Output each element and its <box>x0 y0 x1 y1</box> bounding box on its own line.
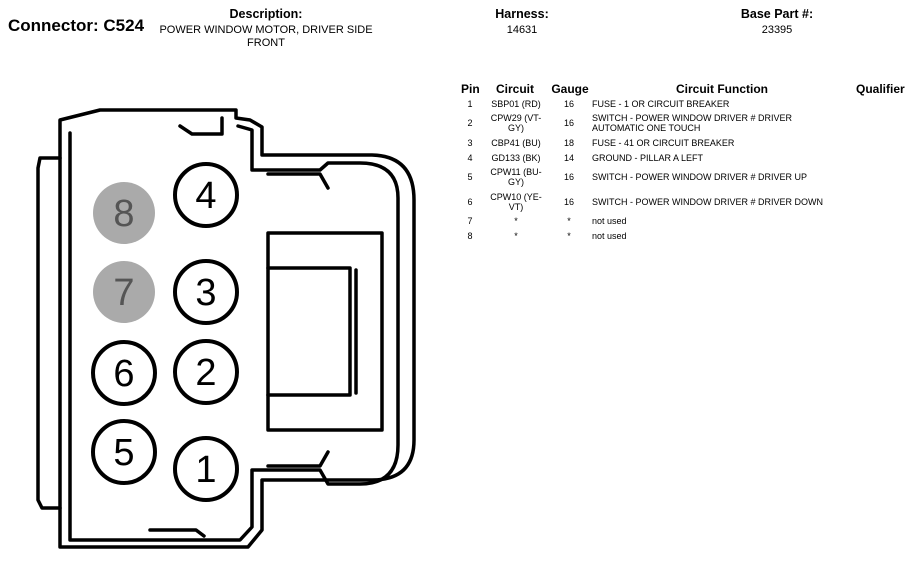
function-cell: GROUND - PILLAR A LEFT <box>592 153 704 163</box>
pin-cell: 8 <box>467 231 473 241</box>
pin-5-circle <box>91 419 157 485</box>
gauge-cell: * <box>567 231 571 241</box>
column-header-gauge: Gauge <box>551 82 589 96</box>
function-cell: SWITCH - POWER WINDOW DRIVER # DRIVER DO… <box>592 197 823 207</box>
base-part-value: 23395 <box>761 24 793 36</box>
gauge-cell: 16 <box>563 197 574 207</box>
gauge-cell: 16 <box>563 99 574 109</box>
pin-3-label: 3 <box>195 272 216 314</box>
gauge-cell: 16 <box>563 118 574 128</box>
pin-cell: 2 <box>467 118 473 128</box>
function-cell: not used <box>592 231 627 241</box>
circuit-cell: GD133 (BK) <box>491 153 541 163</box>
circuit-cell: CBP41 (BU) <box>491 138 541 148</box>
pin-cell: 3 <box>467 138 473 148</box>
gauge-cell: * <box>567 216 571 226</box>
pin-3-circle <box>173 259 239 325</box>
description-value: POWER WINDOW MOTOR, DRIVER SIDE FRONT <box>159 24 373 49</box>
gauge-cell: 14 <box>563 153 574 163</box>
connector-housing <box>36 108 416 549</box>
pin-6-label: 6 <box>113 353 134 395</box>
circuit-cell: CPW10 (YE-VT) <box>490 192 542 212</box>
circuit-cell: * <box>514 216 518 226</box>
column-header-circuit-function: Circuit Function <box>676 82 768 96</box>
circuit-cell: * <box>514 231 518 241</box>
function-cell: SWITCH - POWER WINDOW DRIVER # DRIVER UP <box>592 172 808 182</box>
pin-2-label: 2 <box>195 352 216 394</box>
connector-pins: 8 4 7 3 6 2 5 1 <box>91 162 239 502</box>
gauge-cell: 18 <box>563 138 574 148</box>
harness-value: 14631 <box>506 24 538 36</box>
pin-cell: 5 <box>467 172 473 182</box>
pin-5-label: 5 <box>113 432 134 474</box>
column-header-qualifier: Qualifier <box>856 82 905 96</box>
pin-7-label: 7 <box>113 272 134 314</box>
pin-4-label: 4 <box>195 175 216 217</box>
connector-title: Connector: C524 <box>8 16 145 35</box>
function-cell: not used <box>592 216 627 226</box>
function-cell: FUSE - 41 OR CIRCUIT BREAKER <box>592 138 735 148</box>
pin-cell: 4 <box>467 153 473 163</box>
circuit-cell: SBP01 (RD) <box>491 99 541 109</box>
function-cell: FUSE - 1 OR CIRCUIT BREAKER <box>592 99 730 109</box>
function-cell: SWITCH - POWER WINDOW DRIVER # DRIVER AU… <box>592 113 792 133</box>
pin-1-label: 1 <box>195 449 216 491</box>
pin-cell: 7 <box>467 216 473 226</box>
pin-2-circle <box>173 339 239 405</box>
pin-4-circle <box>173 162 239 228</box>
column-header-circuit: Circuit <box>495 82 534 96</box>
pin-8-circle <box>93 182 155 244</box>
pin-8-label: 8 <box>113 193 134 235</box>
pin-cell: 6 <box>467 197 473 207</box>
circuit-cell: CPW29 (VT-GY) <box>490 113 542 133</box>
column-header-pin: Pin <box>461 82 480 96</box>
pin-cell: 1 <box>467 99 473 109</box>
base-part-label: Base Part #: <box>740 7 814 21</box>
pin-1-circle <box>173 436 239 502</box>
harness-label: Harness: <box>495 7 549 21</box>
gauge-cell: 16 <box>563 172 574 182</box>
description-label: Description: <box>229 7 303 21</box>
circuit-cell: CPW11 (BU-GY) <box>490 167 542 187</box>
pin-6-circle <box>91 340 157 406</box>
pin-7-circle <box>93 261 155 323</box>
